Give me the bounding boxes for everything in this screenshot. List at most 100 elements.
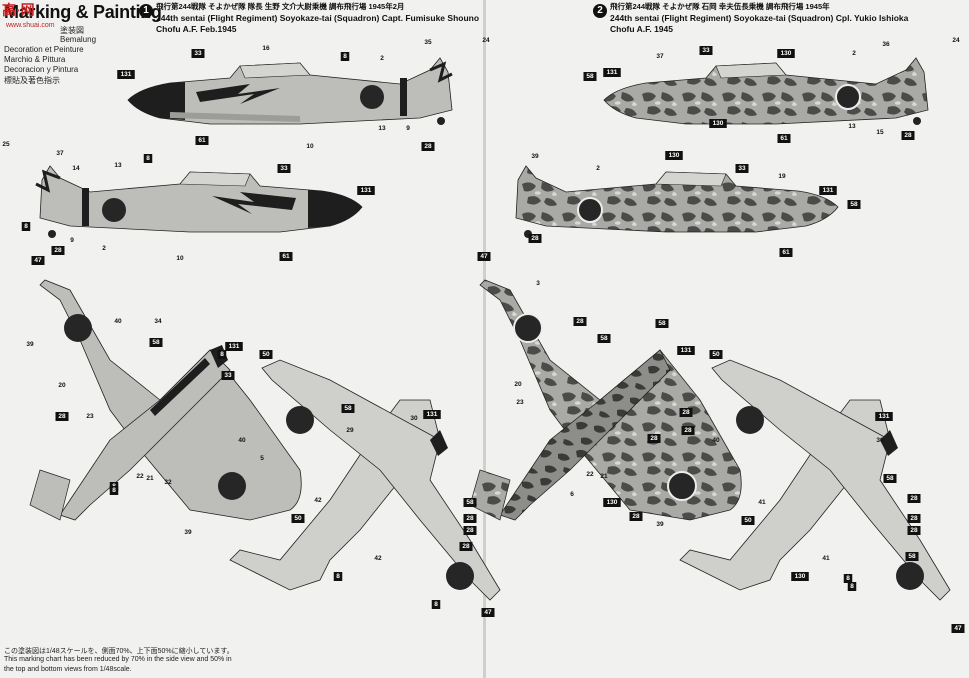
right-callout-25: 28 <box>573 317 587 326</box>
svg-text:9: 9 <box>70 237 74 244</box>
scheme2-badge: 2 <box>593 4 607 18</box>
svg-text:28: 28 <box>466 515 474 522</box>
right-callout-20: 61 <box>779 248 793 257</box>
left-callout-47: 30 <box>410 415 418 422</box>
svg-text:24: 24 <box>952 37 960 44</box>
right-callout-37: 130 <box>603 498 621 507</box>
page-fold <box>483 0 486 678</box>
right-callout-10: 28 <box>901 131 915 140</box>
left-callout-31: 33 <box>221 371 235 380</box>
right-callout-1: 131 <box>603 68 621 77</box>
svg-text:32: 32 <box>164 479 172 486</box>
left-callout-6: 2 <box>380 55 384 62</box>
right-callout-16: 33 <box>735 164 749 173</box>
right-callout-24: 58 <box>655 319 669 328</box>
right-callout-7: 24 <box>952 37 960 44</box>
left-callout-32: 20 <box>58 382 66 389</box>
footer-note-en2: the top and bottom views from 1/48scale. <box>4 666 132 673</box>
svg-text:28: 28 <box>632 513 640 520</box>
left-callout-50: 28 <box>463 526 477 535</box>
left-callout-42: 50 <box>259 350 273 359</box>
right-callout-23: 3 <box>536 280 540 287</box>
footer-note-jp: この塗装図は1/48スケールを、側面70%、上下面50%に縮小しています。 <box>4 648 234 655</box>
subtitle-it: Marchio & Pittura <box>4 55 66 64</box>
right-callout-22: 47 <box>477 252 491 261</box>
svg-text:28: 28 <box>466 527 474 534</box>
svg-text:8: 8 <box>146 155 150 162</box>
left-callout-26: 40 <box>114 318 122 325</box>
subtitle-zh: 標貼及著色指示 <box>4 76 60 85</box>
right-callout-34: 6 <box>570 491 574 498</box>
svg-text:22: 22 <box>586 471 594 478</box>
svg-text:28: 28 <box>531 235 539 242</box>
right-callout-27: 131 <box>677 346 695 355</box>
svg-text:8: 8 <box>846 575 850 582</box>
left-callout-2: 16 <box>262 45 270 52</box>
right-callout-32: 28 <box>647 434 661 443</box>
left-callout-8: 61 <box>195 136 209 145</box>
left-callout-38: 21 <box>146 475 154 482</box>
svg-text:61: 61 <box>780 135 788 142</box>
left-callout-48: 58 <box>341 404 355 413</box>
svg-text:37: 37 <box>656 53 664 60</box>
svg-text:50: 50 <box>712 351 720 358</box>
svg-text:39: 39 <box>26 341 34 348</box>
right-callout-11: 130 <box>709 119 727 128</box>
svg-text:20: 20 <box>58 382 66 389</box>
left-callout-19: 8 <box>21 222 31 231</box>
svg-text:130: 130 <box>607 499 618 506</box>
right-callout-2: 37 <box>656 53 664 60</box>
svg-text:131: 131 <box>121 71 132 78</box>
svg-text:28: 28 <box>576 318 584 325</box>
svg-text:2: 2 <box>380 55 384 62</box>
svg-text:28: 28 <box>54 247 62 254</box>
left-callout-0: 131 <box>117 70 135 79</box>
svg-text:47: 47 <box>34 257 42 264</box>
scheme1-bottom-view <box>229 359 501 601</box>
left-callout-46: 131 <box>423 410 441 419</box>
left-callout-1: 33 <box>191 49 205 58</box>
subtitle-fr: Decoration et Peinture <box>4 45 84 54</box>
scheme2-caption-en2: Chofu A.F. 1945 <box>610 24 673 34</box>
scheme2-side-view-port <box>603 57 929 125</box>
right-callout-48: 41 <box>758 499 766 506</box>
svg-text:8: 8 <box>434 601 438 608</box>
svg-text:21: 21 <box>146 475 154 482</box>
svg-text:33: 33 <box>224 372 232 379</box>
svg-text:40: 40 <box>712 437 720 444</box>
svg-text:28: 28 <box>910 515 918 522</box>
scheme2-caption-en1: 244th sentai (Flight Regiment) Soyokaze-… <box>610 13 909 23</box>
right-callout-3: 33 <box>699 46 713 55</box>
svg-text:10: 10 <box>176 255 184 262</box>
svg-text:25: 25 <box>2 141 10 148</box>
svg-text:8: 8 <box>112 487 116 494</box>
left-callout-5: 24 <box>482 37 490 44</box>
right-callout-43: 131 <box>875 412 893 421</box>
svg-text:50: 50 <box>294 515 302 522</box>
svg-text:58: 58 <box>344 405 352 412</box>
svg-text:131: 131 <box>361 187 372 194</box>
svg-text:28: 28 <box>910 495 918 502</box>
left-callout-28: 39 <box>26 341 34 348</box>
scheme2-side-view-starboard <box>515 165 839 238</box>
svg-text:9: 9 <box>406 125 410 132</box>
svg-text:41: 41 <box>822 555 830 562</box>
right-callout-35: 22 <box>586 471 594 478</box>
left-callout-43: 39 <box>184 529 192 536</box>
svg-text:33: 33 <box>194 50 202 57</box>
svg-text:58: 58 <box>886 475 894 482</box>
right-callout-44: 30 <box>876 437 884 444</box>
svg-text:14: 14 <box>72 165 80 172</box>
svg-text:30: 30 <box>410 415 418 422</box>
svg-text:42: 42 <box>374 555 382 562</box>
svg-text:58: 58 <box>908 553 916 560</box>
left-callout-14: 14 <box>72 165 80 172</box>
svg-text:39: 39 <box>184 529 192 536</box>
svg-text:28: 28 <box>650 435 658 442</box>
svg-text:28: 28 <box>904 132 912 139</box>
left-callout-55: 42 <box>374 555 382 562</box>
svg-text:39: 39 <box>531 153 539 160</box>
left-callout-52: 8 <box>333 572 343 581</box>
left-callout-33: 23 <box>86 413 94 420</box>
left-callout-4: 35 <box>424 39 432 46</box>
